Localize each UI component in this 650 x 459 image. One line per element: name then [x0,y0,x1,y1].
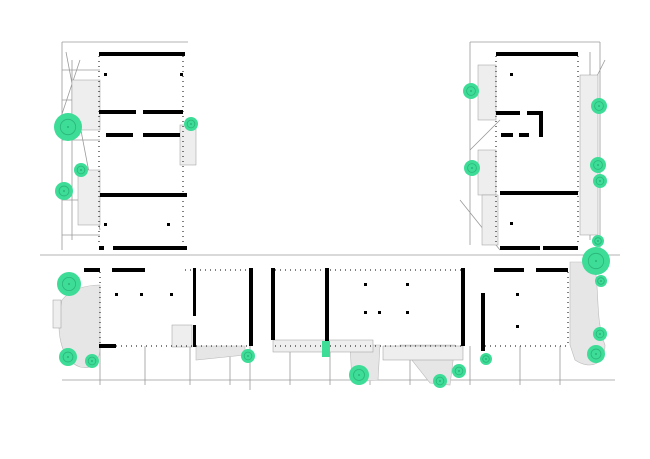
walls [84,52,578,351]
wall [494,268,524,272]
dotted-facades [98,56,579,347]
column [180,73,183,76]
column [406,283,409,286]
tree-icon [452,364,466,378]
column [104,73,107,76]
tree-icon [85,354,99,368]
wall [99,110,136,114]
tree-icon [463,83,479,99]
wall [536,268,568,272]
column [406,311,409,314]
tree-icon [587,345,605,363]
column [170,293,173,296]
wall [501,133,513,137]
stair [77,169,101,226]
wall [249,268,253,346]
stair [52,299,62,329]
tree-icon [57,272,81,296]
ground-areas [58,261,606,386]
tree-icon [54,113,82,141]
column [516,325,519,328]
tree-icon [74,163,88,177]
stair [382,345,464,361]
tree-icon [349,365,369,385]
tree-icon [59,348,77,366]
tree-icon [592,235,604,247]
wall [527,111,542,115]
wall [271,268,275,340]
wall [106,133,133,137]
column [364,283,367,286]
tree-icon [595,275,607,287]
tree-icon [582,247,610,275]
column [140,293,143,296]
wall [193,325,196,347]
wall [325,268,329,346]
wall [496,111,520,115]
wall [500,246,540,250]
tree-icon [593,174,607,188]
tree-icon [464,160,480,176]
wall [99,344,116,348]
stairs [52,64,599,361]
stair [579,74,599,236]
column [167,223,170,226]
stair [481,194,499,246]
column [378,311,381,314]
wall [500,191,578,195]
stair [477,149,497,196]
wall [143,133,180,137]
column [516,293,519,296]
stair [171,324,193,348]
wall [143,110,183,114]
column [364,311,367,314]
wall [481,293,485,351]
tree-icon [593,327,607,341]
wall [100,193,187,197]
wall [539,111,543,137]
wall [193,268,196,316]
wall [113,246,187,250]
stair [477,64,497,121]
column [510,222,513,225]
wall [99,246,104,250]
site-linework [40,41,620,390]
stair [179,124,197,166]
wall [99,52,185,56]
wall [519,133,529,137]
wall [496,52,578,56]
tree-icon [480,353,492,365]
column [104,223,107,226]
trees [54,83,610,388]
wall [543,246,578,250]
wall [112,268,145,272]
tree-icon [55,182,73,200]
column [115,293,118,296]
tree-icon [591,98,607,114]
column [510,73,513,76]
wall [461,268,465,346]
wall [84,268,100,272]
columns [104,73,519,328]
tree-icon [184,117,198,131]
tree-icon [241,349,255,363]
entrance-marker [322,341,330,357]
tree-icon [590,157,606,173]
tree-icon [433,374,447,388]
